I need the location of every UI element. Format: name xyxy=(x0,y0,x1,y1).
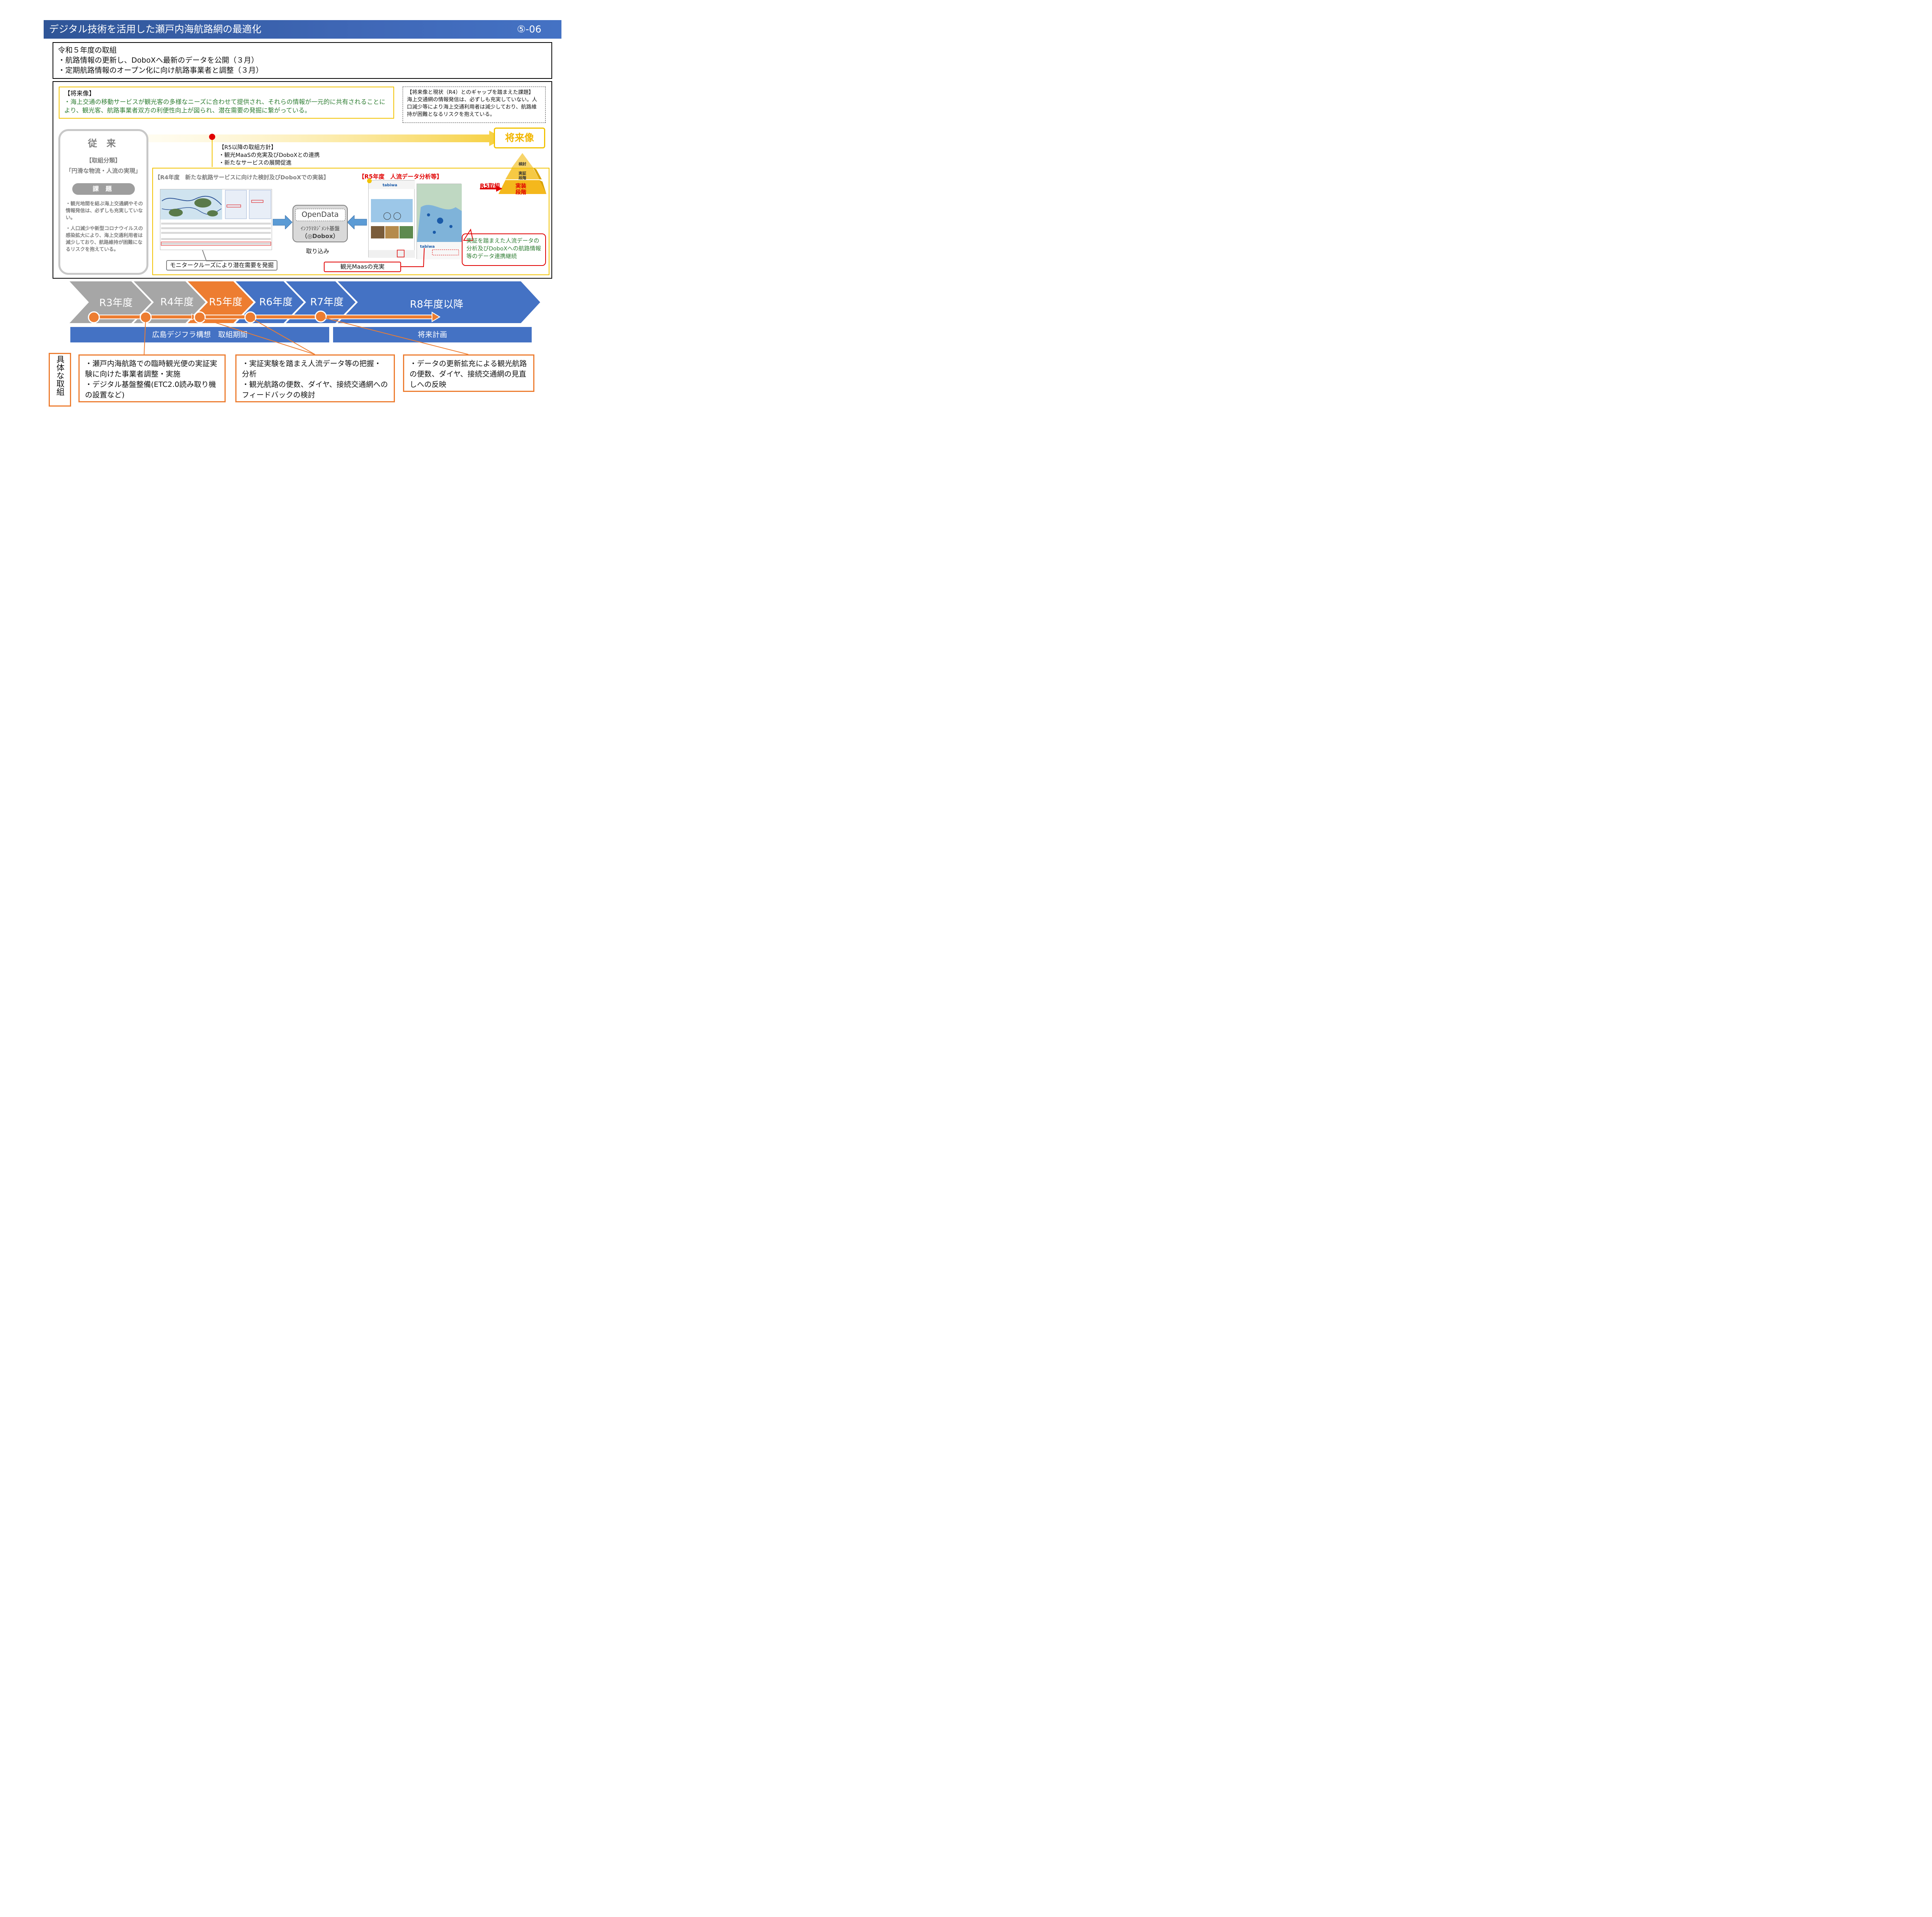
concrete-item: ・実証実験を踏まえ人流データ等の把握・分析 xyxy=(242,359,382,378)
concrete-box-3: ・データの更新拡充による観光航路の便数、ダイヤ、接続交通網の見直しへの反映 xyxy=(403,354,534,392)
period-current: 広島デジフラ構想 取組期間 xyxy=(70,327,329,342)
map-image: tabiwa xyxy=(417,184,462,259)
concrete-box-1: ・瀬戸内海航路での臨時観光便の実証実験に向けた事業者調整・実施 ・デジタル基盤整… xyxy=(78,354,226,402)
policy-item: ・観光MaaSの充実及びDoboXとの連携 xyxy=(219,152,320,158)
vision-title: 【将来像】 xyxy=(64,90,95,97)
platform-label: ｲﾝﾌﾗﾏﾈｼﾞﾒﾝﾄ基盤 xyxy=(300,226,340,232)
category-label: 【取組分類】 xyxy=(86,157,121,164)
tabiwa-app-image: tabiwa xyxy=(369,180,415,258)
issue-item: ・人口減少や新型コロナウイルスの感染拡大により、海上交通利用者は減少しており、航… xyxy=(66,225,143,252)
r5-actions-heading: 令和５年度の取組 xyxy=(58,46,117,54)
gap-title: 【将来像と現状（R4）とのギャップを踏まえた課題】 xyxy=(407,89,534,95)
pyramid-level-2b: 段階 xyxy=(519,175,526,180)
r5-action-item: ・航路情報の更新し、DoboXへ最新のデータを公開（３月） xyxy=(58,56,259,65)
r5-caption: 観光Maasの充実 xyxy=(324,262,401,272)
timeline-chevron-r7 xyxy=(286,281,355,323)
legacy-panel: 従 来 【取組分類】 「円滑な物流・人流の実現」 課 題 ・観光地間を結ぶ海上交… xyxy=(58,129,148,275)
year-label: R5年度 xyxy=(209,296,243,308)
policy-block: 【R5以降の取組方針】 ・観光MaaSの充実及びDoboXとの連携 ・新たなサー… xyxy=(219,144,320,167)
pyramid-level-3: 実装 xyxy=(515,183,527,189)
timeline-node xyxy=(194,311,206,323)
marker-line xyxy=(212,140,213,167)
implementation-frame xyxy=(152,168,549,275)
timeline-node xyxy=(88,311,100,323)
timeline-chevron-r4 xyxy=(134,281,206,323)
r4-screenshot xyxy=(160,189,272,250)
page-number: ⑤-06 xyxy=(517,24,541,35)
issue-badge: 課 題 xyxy=(72,183,135,195)
pyramid-level-3b: 段階 xyxy=(515,189,526,196)
year-label: R6年度 xyxy=(259,296,293,308)
r5-actions-box: 令和５年度の取組 ・航路情報の更新し、DoboXへ最新のデータを公開（３月） ・… xyxy=(53,42,552,79)
stage-pyramid: 検討 実証 段階 実装 段階 xyxy=(498,153,546,196)
pyramid-level-1: 検討 xyxy=(519,162,526,167)
opendata-platform: OpenData ｲﾝﾌﾗﾏﾈｼﾞﾒﾝﾄ基盤 （◎Dobox） xyxy=(293,205,348,242)
continuation-pointer xyxy=(463,228,474,241)
main-panel xyxy=(53,81,552,279)
badge-icon xyxy=(367,179,372,183)
gap-text: 海上交通網の情報発信は、必ずしも充実していない。人口減少等により海上交通利用者は… xyxy=(407,97,537,117)
arrow-left-icon xyxy=(347,215,367,229)
dobox-label: （◎Dobox） xyxy=(301,233,339,240)
route-map-image xyxy=(160,189,271,246)
concrete-item: ・データの更新拡充による観光航路の便数、ダイヤ、接続交通網の見直しへの反映 xyxy=(410,359,527,389)
current-marker xyxy=(209,134,215,140)
continuation-box: 実証を踏まえた人流データの分析及びDoboXへの航路情報等のデータ連携継続 xyxy=(462,233,546,266)
arrow-right-icon xyxy=(273,215,293,229)
r4-title: 【R4年度 新たな航路サービスに向けた検討及びDoboXでの実装】 xyxy=(155,175,329,181)
issue-item: ・観光地間を結ぶ海上交通網やその情報発信は、必ずしも充実していない。 xyxy=(66,201,143,220)
vision-text: ・海上交通の移動サービスが観光客の多様なニーズに合わせて提供され、それらの情報が… xyxy=(64,98,386,114)
timeline-chevron-r3 xyxy=(70,281,151,323)
pyramid-level-2: 実証 xyxy=(519,171,526,176)
maas-callout-pointer xyxy=(401,248,425,267)
year-label: R8年度以降 xyxy=(410,299,464,310)
concrete-box-2: ・実証実験を踏まえ人流データ等の把握・分析 ・観光航路の便数、ダイヤ、接続交通網… xyxy=(235,354,395,402)
r4-caption: モニタークルーズにより潜在需要を発掘 xyxy=(166,260,277,271)
r5-tori-label: R5取組 xyxy=(480,182,500,189)
timeline-node xyxy=(244,311,257,323)
timeline-node xyxy=(315,310,327,323)
timeline: R3年度 R4年度 R5年度 R6年度 R7年度 R8年度以降 xyxy=(70,281,540,323)
category-name: 「円滑な物流・人流の実現」 xyxy=(65,167,141,174)
year-label: R7年度 xyxy=(310,296,344,308)
year-label: R3年度 xyxy=(99,297,133,309)
future-badge: 将来像 xyxy=(494,128,545,148)
issue-list: ・観光地間を結ぶ海上交通網やその情報発信は、必ずしも充実していない。 ・人口減少… xyxy=(66,200,146,253)
legacy-heading: 従 来 xyxy=(88,138,119,149)
r5-action-item: ・定期航路情報のオープン化に向け航路事業者と調整（３月） xyxy=(58,66,263,75)
r4-callout-pointer xyxy=(202,250,223,261)
concrete-item: ・観光航路の便数、ダイヤ、接続交通網へのフィードバックの検討 xyxy=(242,380,388,399)
page-title: デジタル技術を活用した瀬戸内海航路網の最適化 xyxy=(49,24,262,35)
r5-title: 【R5年度 人流データ分析等】 xyxy=(359,173,442,180)
import-label: 取り込み xyxy=(306,248,330,255)
svg-text:tabiwa: tabiwa xyxy=(420,245,435,249)
tori-arrow-icon xyxy=(480,186,502,192)
timeline-chevron-r5 xyxy=(188,281,253,323)
period-future: 将来計画 xyxy=(333,327,532,342)
svg-text:tabiwa: tabiwa xyxy=(383,183,397,187)
concrete-item: ・デジタル基盤整備(ETC2.0読み取り機の設置など) xyxy=(85,380,216,399)
title-bar: デジタル技術を活用した瀬戸内海航路網の最適化 ⑤-06 xyxy=(44,20,561,39)
progress-arrow xyxy=(145,131,504,146)
vision-box: 【将来像】 ・海上交通の移動サービスが観光客の多様なニーズに合わせて提供され、そ… xyxy=(59,87,394,119)
map-app-screenshot: tabiwa xyxy=(417,184,462,259)
timeline-chevron-r8 xyxy=(338,281,540,323)
year-label: R4年度 xyxy=(160,296,194,308)
maas-app-screenshot: tabiwa xyxy=(368,180,415,258)
opendata-label: OpenData xyxy=(295,209,345,221)
concrete-item: ・瀬戸内海航路での臨時観光便の実証実験に向けた事業者調整・実施 xyxy=(85,359,218,378)
policy-title: 【R5以降の取組方針】 xyxy=(219,145,277,151)
concrete-label-text: 具体な取組 xyxy=(55,355,65,396)
concrete-label: 具体な取組 xyxy=(49,353,71,407)
timeline-node xyxy=(139,311,152,323)
policy-item: ・新たなサービスの展開促進 xyxy=(219,160,292,166)
gap-box: 【将来像と現状（R4）とのギャップを踏まえた課題】 海上交通網の情報発信は、必ず… xyxy=(403,87,546,123)
